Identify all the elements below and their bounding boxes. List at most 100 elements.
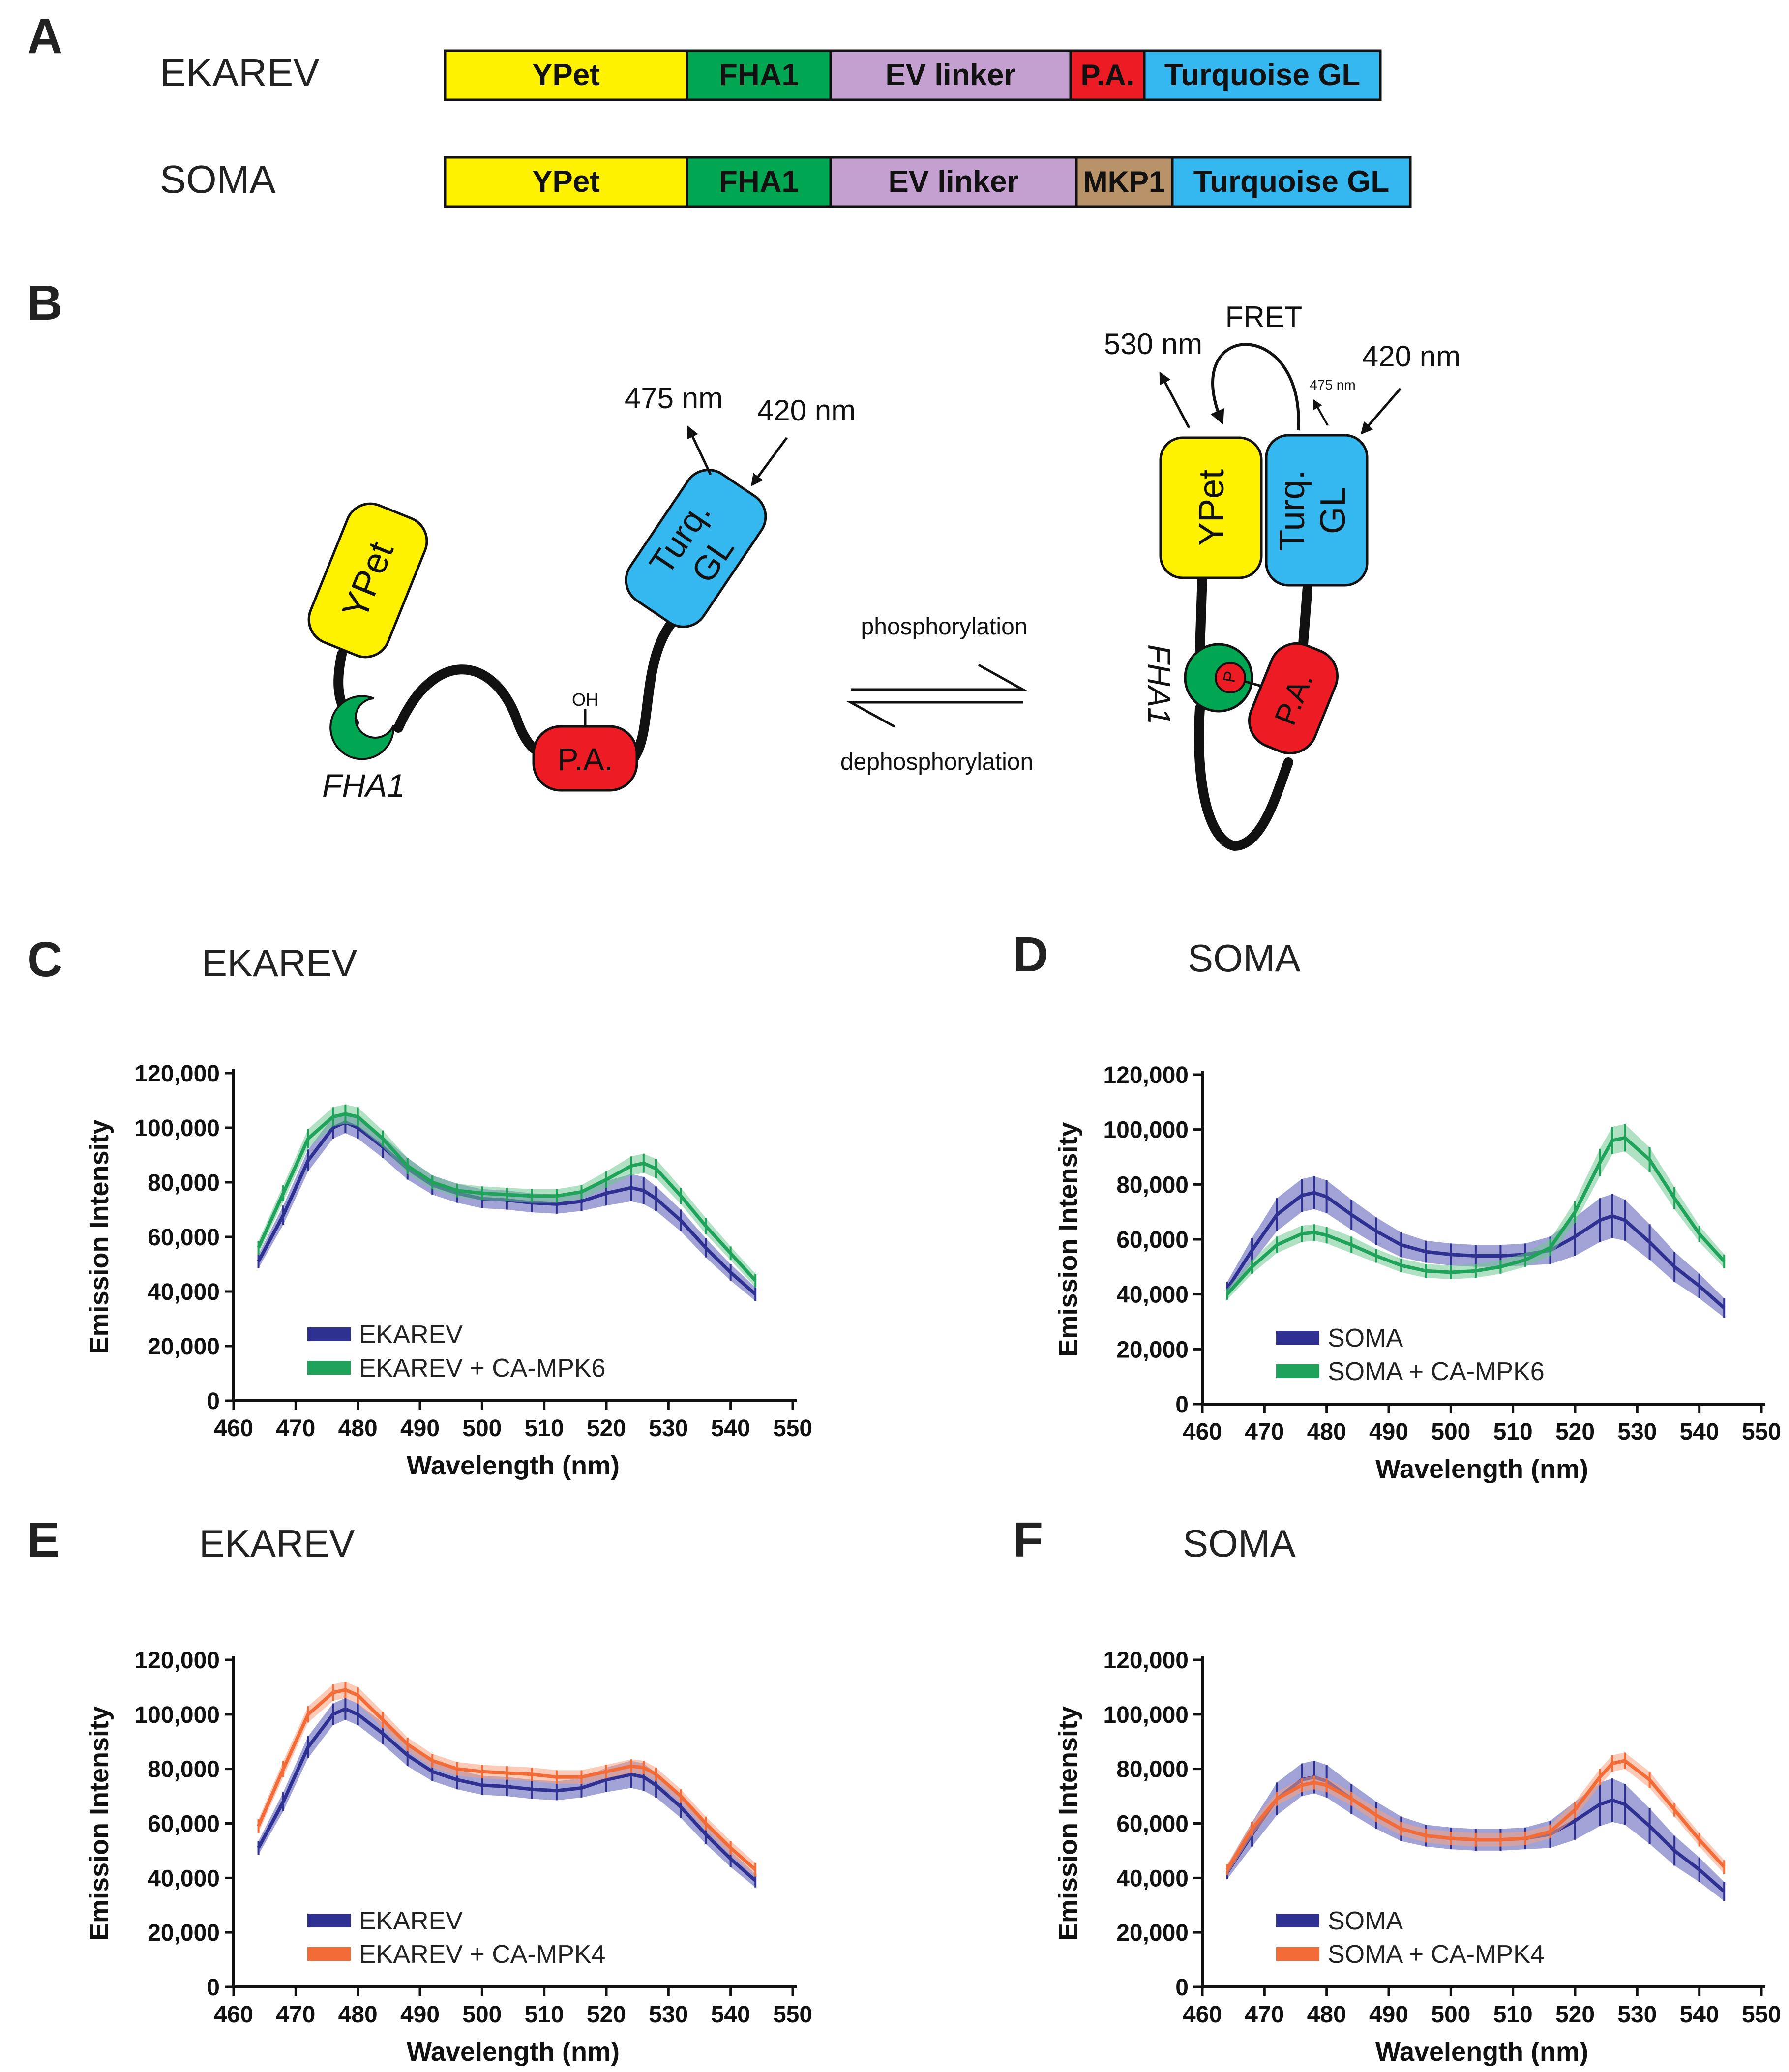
y-tick-label: 40,000 — [148, 1865, 220, 1892]
chart-title: EKAREV — [199, 1522, 355, 1565]
legend-label: SOMA — [1328, 1907, 1403, 1935]
x-tick-label: 480 — [1307, 1419, 1346, 1445]
turq-gl-label: GL — [1313, 487, 1353, 534]
phospho-site — [1215, 662, 1246, 693]
panel-d: D SOMA 0 20,000 40,000 60,000 80,000 100,000 1… — [1013, 927, 1781, 1484]
x-tick-label: 540 — [711, 2002, 750, 2028]
series-line — [1225, 1191, 1726, 1310]
legend-swatch — [1276, 1364, 1319, 1378]
segment-label: FHA1 — [719, 165, 799, 199]
y-tick-label: 20,000 — [148, 1334, 220, 1360]
sensor-open-state: YPet FHA1 OH P.A. Turq. GL 475 nm 420 nm — [307, 382, 856, 804]
y-tick-label: 80,000 — [1116, 1172, 1189, 1198]
segment-ev-linker — [829, 156, 1078, 208]
x-tick-label: 530 — [649, 1415, 688, 1441]
y-tick-label: 120,000 — [1103, 1648, 1189, 1674]
y-tick-label: 20,000 — [1116, 1337, 1189, 1363]
panel-letter: D — [1013, 927, 1048, 982]
chart-d-plot: 0 20,000 40,000 60,000 80,000 100,000 120,000 4… — [1053, 1062, 1781, 1484]
turq-gl-domain — [625, 469, 767, 628]
segment-label: FHA1 — [719, 58, 799, 92]
y-tick-label: 40,000 — [1116, 1282, 1189, 1308]
y-tick-label: 120,000 — [1103, 1062, 1189, 1088]
equilibrium-arrows: phosphorylation dephosphorylation — [840, 614, 1033, 775]
legend-swatch — [1276, 1914, 1319, 1927]
chart-c-plot: 020,00040,00060,00080,000100,000120,0004… — [85, 1061, 812, 1480]
segment-label: YPet — [532, 165, 600, 199]
y-tick-label: 40,000 — [148, 1279, 220, 1305]
x-tick-label: 480 — [1307, 2002, 1346, 2028]
x-axis-label: Wavelength (nm) — [407, 1451, 620, 1480]
x-tick-label: 460 — [1183, 2002, 1222, 2028]
y-tick-label: 0 — [1175, 1392, 1189, 1418]
y-tick-label: 100,000 — [134, 1702, 220, 1728]
fret-label: FRET — [1225, 300, 1303, 333]
panel-a: A EKAREV YPet FHA1 EV linker P.A. Turquo… — [27, 9, 1412, 208]
y-axis-label: Emission Intensity — [85, 1119, 114, 1354]
y-tick-label: 80,000 — [1116, 1757, 1189, 1783]
forward-arrow — [851, 663, 1028, 691]
x-tick-label: 460 — [214, 2002, 253, 2028]
reverse-label: dephosphorylation — [840, 749, 1033, 775]
x-tick-label: 490 — [400, 2002, 440, 2028]
series-line — [257, 1707, 757, 1882]
x-tick-label: 500 — [462, 1415, 502, 1441]
legend-label: EKAREV — [359, 1321, 463, 1349]
x-tick-label: 540 — [711, 1415, 750, 1441]
emission-label: 475 nm — [625, 382, 723, 415]
pa-domain — [532, 725, 638, 792]
x-tick-label: 520 — [1555, 2002, 1595, 2028]
x-tick-label: 480 — [338, 2002, 378, 2028]
legend-swatch — [1276, 1947, 1319, 1961]
legend-label: EKAREV + CA-MPK6 — [359, 1354, 605, 1382]
chart-title: SOMA — [1188, 936, 1301, 980]
emission-530-label: 530 nm — [1104, 328, 1202, 360]
x-tick-label: 510 — [1493, 2002, 1533, 2028]
legend-swatch — [307, 1327, 351, 1341]
ypet-domain — [307, 502, 428, 659]
series-line — [257, 1688, 757, 1871]
series-line — [257, 1112, 757, 1282]
chart-e-plot: 020,00040,00060,00080,000100,000120,0004… — [85, 1648, 812, 2067]
y-tick-label: 20,000 — [148, 1920, 220, 1946]
x-tick-label: 550 — [1742, 1419, 1781, 1445]
emission-475-label: 475 nm — [1310, 377, 1355, 392]
x-axis-label: Wavelength (nm) — [1375, 1454, 1588, 1484]
y-tick-label: 100,000 — [1103, 1117, 1189, 1143]
y-axis-label: Emission Intensity — [1053, 1122, 1083, 1356]
segment-turquoise-gl — [1143, 49, 1382, 101]
emission-475-arrow — [1313, 399, 1329, 426]
turq-gl-label: Turq. — [1273, 470, 1312, 551]
x-tick-label: 530 — [1617, 1419, 1657, 1445]
excitation-label: 420 nm — [757, 394, 856, 427]
y-tick-label: 60,000 — [1116, 1227, 1189, 1253]
x-tick-label: 490 — [1369, 2002, 1408, 2028]
x-tick-label: 470 — [276, 2002, 315, 2028]
x-tick-label: 490 — [1369, 1419, 1408, 1445]
x-axis-label: Wavelength (nm) — [1375, 2037, 1588, 2067]
oh-label: OH — [572, 690, 598, 710]
fret-arc — [1210, 343, 1300, 431]
chart-title: EKAREV — [202, 941, 357, 985]
x-axis-label: Wavelength (nm) — [407, 2037, 620, 2067]
y-tick-label: 100,000 — [1103, 1702, 1189, 1728]
x-tick-label: 470 — [1245, 2002, 1284, 2028]
y-axis-label: Emission Intensity — [1053, 1706, 1083, 1941]
panel-letter: F — [1013, 1512, 1043, 1567]
x-tick-label: 490 — [400, 1415, 440, 1441]
y-tick-label: 80,000 — [148, 1170, 220, 1196]
x-tick-label: 520 — [1555, 1419, 1595, 1445]
chart-f-plot: 020,00040,00060,00080,000100,000120,0004… — [1053, 1648, 1781, 2067]
segment-mkp1 — [1075, 156, 1174, 208]
legend-swatch — [307, 1361, 351, 1375]
legend-label: SOMA + CA-MPK6 — [1328, 1357, 1545, 1386]
forward-label: phosphorylation — [861, 614, 1028, 640]
y-tick-label: 60,000 — [148, 1811, 220, 1837]
x-tick-label: 510 — [525, 2002, 564, 2028]
legend-swatch — [307, 1914, 351, 1927]
legend-swatch — [1276, 1331, 1319, 1345]
x-tick-label: 500 — [1431, 2002, 1470, 2028]
x-tick-label: 550 — [1742, 2002, 1781, 2028]
panel-c: C EKAREV 020,00040,00060,00080,000100,00… — [27, 932, 812, 1480]
